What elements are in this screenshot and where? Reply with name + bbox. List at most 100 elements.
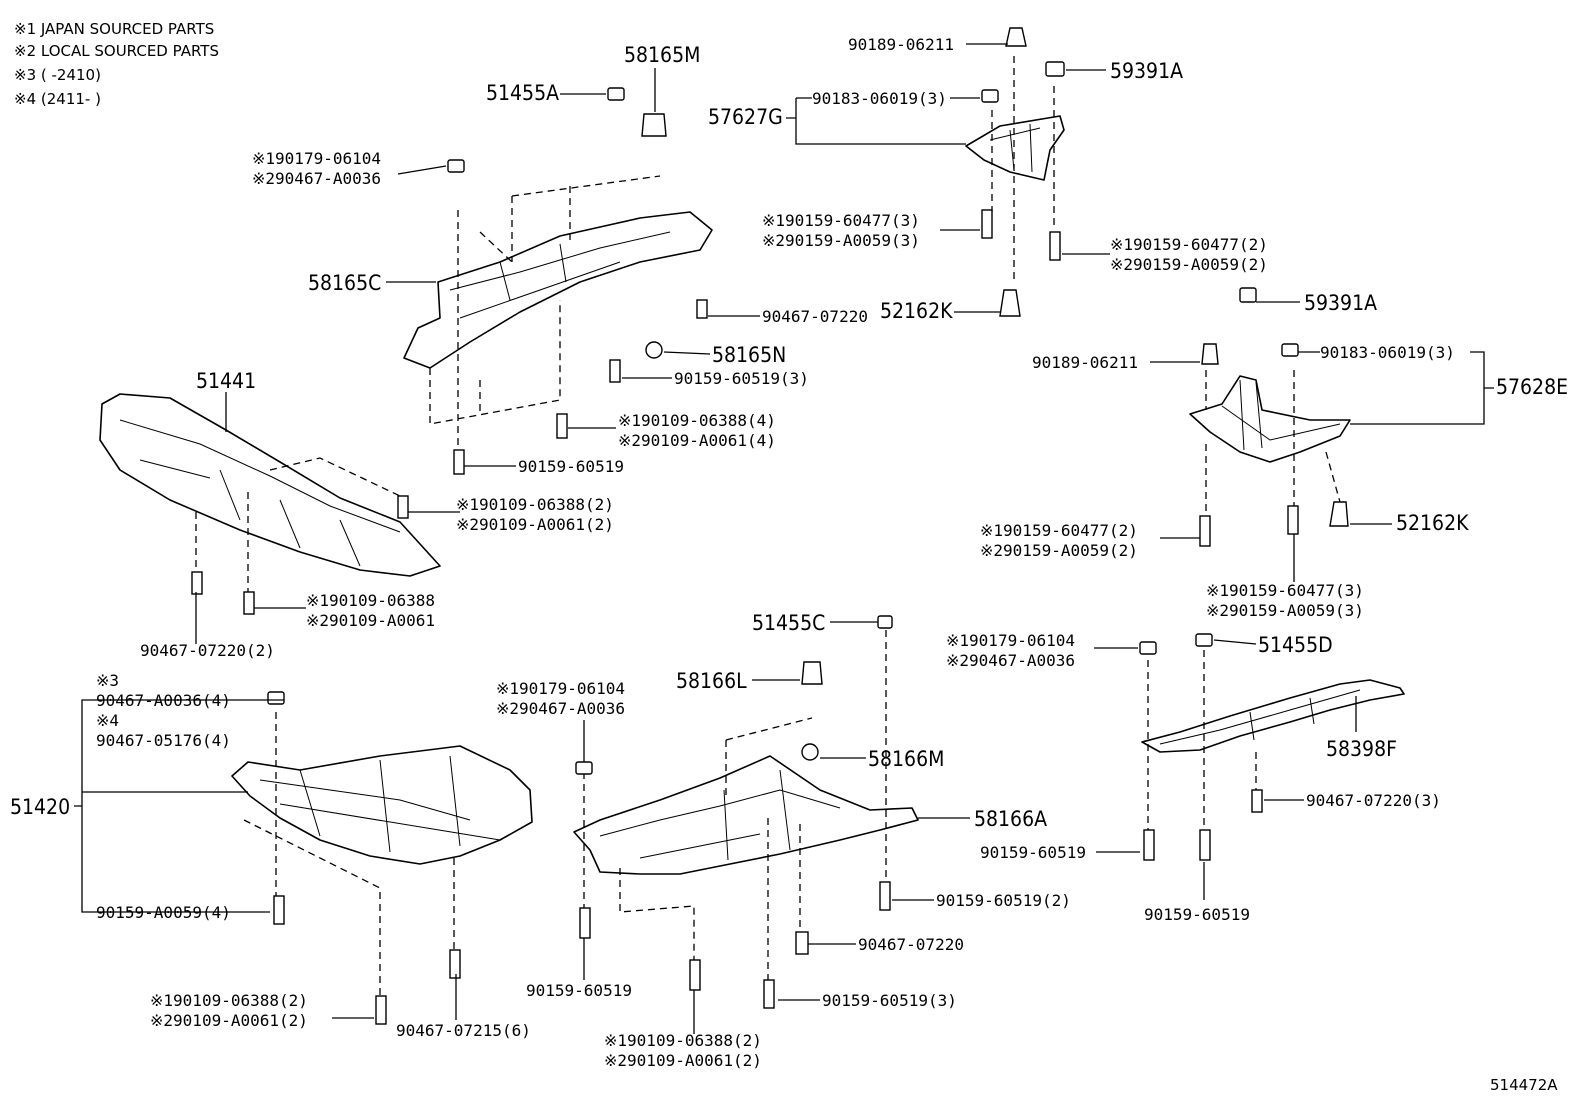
part-57627g-drawing	[965, 56, 1065, 284]
bolt-icon	[191, 571, 203, 595]
fastener-label: 90467-07220	[858, 935, 964, 954]
note-local-sourced: ※2 LOCAL SOURCED PARTS	[14, 42, 219, 60]
fastener-label: ※290159-A0059(2)	[980, 541, 1138, 560]
clip-icon	[607, 87, 625, 101]
bolt-icon	[879, 881, 891, 911]
fastener-label: 90467-07220(2)	[140, 641, 275, 660]
clip-icon	[1281, 343, 1299, 357]
bolt-icon	[1143, 829, 1155, 861]
fastener-label: ※190109-06388(4)	[618, 411, 776, 430]
fastener-label: ※4	[96, 711, 119, 730]
rivet-icon	[999, 289, 1021, 317]
part-label-51420: 51420	[10, 795, 70, 819]
part-label-58166a: 58166A	[974, 807, 1047, 831]
fastener-label: 90467-A0036(4)	[96, 691, 231, 710]
bolt-icon	[453, 449, 465, 475]
bolt-icon	[795, 931, 809, 955]
fastener-label: ※290109-A0061(2)	[604, 1051, 762, 1070]
clip-icon	[447, 159, 465, 173]
rivet-icon	[641, 113, 667, 137]
fastener-label: ※190109-06388(2)	[456, 495, 614, 514]
part-label-58165m: 58165M	[624, 43, 700, 67]
part-label-51455c: 51455C	[752, 611, 825, 635]
fastener-label: ※3	[96, 671, 119, 690]
clip-icon	[1195, 633, 1213, 647]
fastener-label: 90183-06019(3)	[1320, 343, 1455, 362]
clip-icon	[1239, 287, 1257, 303]
fastener-label: 90467-07215(6)	[396, 1021, 531, 1040]
part-label-51455d: 51455D	[1258, 633, 1333, 657]
bolt-icon	[689, 959, 701, 991]
nut-icon	[801, 743, 819, 761]
fastener-label: ※190109-06388(2)	[150, 991, 308, 1010]
fastener-label: ※190179-06104	[496, 679, 625, 698]
part-label-52162k-mid: 52162K	[1396, 511, 1469, 535]
clip-icon	[1045, 61, 1065, 77]
bolt-icon	[273, 895, 285, 925]
fastener-label: 90183-06019(3)	[812, 89, 947, 108]
nut-icon	[645, 341, 663, 359]
rivet-icon	[1201, 343, 1219, 365]
part-label-51455a: 51455A	[486, 81, 559, 105]
note-3: ※3 ( -2410)	[14, 66, 101, 84]
note-4: ※4 (2411- )	[14, 90, 101, 108]
leader-lines	[74, 43, 1494, 1034]
fastener-label: 90159-60519(2)	[936, 891, 1071, 910]
bolt-icon	[243, 591, 255, 615]
rivet-icon	[801, 661, 823, 685]
clip-icon	[1139, 641, 1157, 655]
part-58166a-drawing	[573, 630, 919, 992]
part-label-58165c: 58165C	[308, 271, 381, 295]
part-label-58166l: 58166L	[676, 669, 747, 693]
fastener-label: ※290159-A0059(2)	[1110, 255, 1268, 274]
clip-icon	[981, 89, 999, 103]
fastener-label: ※190109-06388	[306, 591, 435, 610]
fastener-label: 90467-07220(3)	[1306, 791, 1441, 810]
fastener-label: 90159-A0059(4)	[96, 903, 231, 922]
clip-icon	[267, 691, 285, 705]
rivet-icon	[1005, 27, 1027, 47]
diagram-id: 514472A	[1490, 1076, 1558, 1094]
bolt-icon	[397, 495, 409, 519]
clip-icon	[575, 761, 593, 775]
bolt-icon	[696, 299, 708, 319]
fastener-label: ※190179-06104	[252, 149, 381, 168]
bolt-icon	[375, 995, 387, 1025]
fastener-label: ※290109-A0061	[306, 611, 435, 630]
rivet-icon	[1329, 501, 1349, 527]
fastener-label: ※290109-A0061(2)	[150, 1011, 308, 1030]
fastener-label: ※290159-A0059(3)	[762, 231, 920, 250]
bolt-icon	[1251, 789, 1263, 813]
fastener-label: 90189-06211	[848, 35, 954, 54]
fastener-label: 90189-06211	[1032, 353, 1138, 372]
bolt-icon	[449, 949, 461, 979]
bolt-icon	[1199, 515, 1211, 547]
part-label-58165n: 58165N	[712, 343, 786, 367]
part-label-52162k-top: 52162K	[880, 299, 953, 323]
fastener-label: 90159-60519(3)	[674, 369, 809, 388]
part-label-58398f: 58398F	[1326, 737, 1397, 761]
part-51420-drawing	[231, 712, 533, 1000]
clip-icon	[877, 615, 893, 629]
fastener-label: ※290109-A0061(4)	[618, 431, 776, 450]
fastener-label: ※290467-A0036	[252, 169, 381, 188]
fastener-label: ※290159-A0059(3)	[1206, 601, 1364, 620]
fastener-label: 90159-60519(3)	[822, 991, 957, 1010]
fastener-label: ※290109-A0061(2)	[456, 515, 614, 534]
fastener-label: ※190179-06104	[946, 631, 1075, 650]
part-51441-drawing	[99, 393, 441, 592]
fastener-label: ※190109-06388(2)	[604, 1031, 762, 1050]
bolt-icon	[981, 209, 993, 239]
bolt-icon	[556, 413, 568, 439]
fastener-label: 90159-60519	[980, 843, 1086, 862]
bolt-icon	[1287, 505, 1299, 535]
fastener-label: ※190159-60477(2)	[980, 521, 1138, 540]
fastener-glyphs	[191, 27, 1349, 1025]
fastener-label: ※190159-60477(3)	[762, 211, 920, 230]
bolt-icon	[579, 907, 591, 939]
part-58165c-drawing	[403, 175, 713, 448]
fastener-label: 90159-60519	[526, 981, 632, 1000]
fastener-label: ※190159-60477(2)	[1110, 235, 1268, 254]
fastener-label: 90467-05176(4)	[96, 731, 231, 750]
